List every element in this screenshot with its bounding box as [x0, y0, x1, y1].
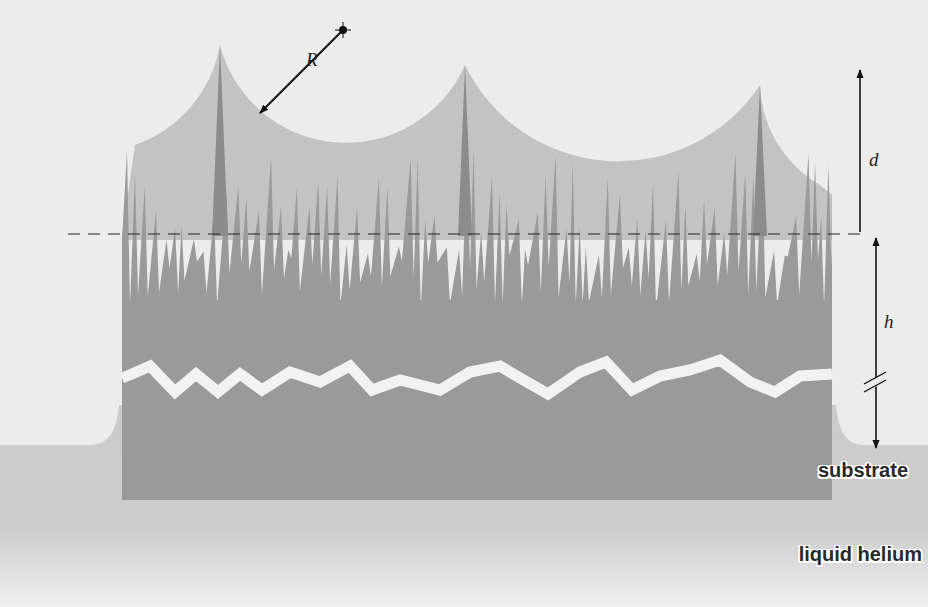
substrate-block [122, 150, 832, 500]
substrate-surface [122, 150, 832, 500]
tall-asperity [212, 45, 767, 236]
substrate-body [122, 300, 832, 500]
break-mark [864, 372, 887, 392]
radius-arrow [260, 30, 343, 113]
substrate-label: substrate [818, 460, 908, 480]
helium-film [122, 45, 832, 240]
h-arrow [875, 238, 877, 448]
center-mark [335, 22, 351, 38]
break-band [122, 360, 832, 394]
height-label: h [884, 312, 894, 331]
film-thickness-label: d [869, 150, 879, 169]
radius-label: R [306, 50, 318, 69]
reference-line [68, 233, 860, 234]
liquid-helium-label: liquid helium [799, 544, 922, 564]
d-arrow [859, 70, 861, 232]
